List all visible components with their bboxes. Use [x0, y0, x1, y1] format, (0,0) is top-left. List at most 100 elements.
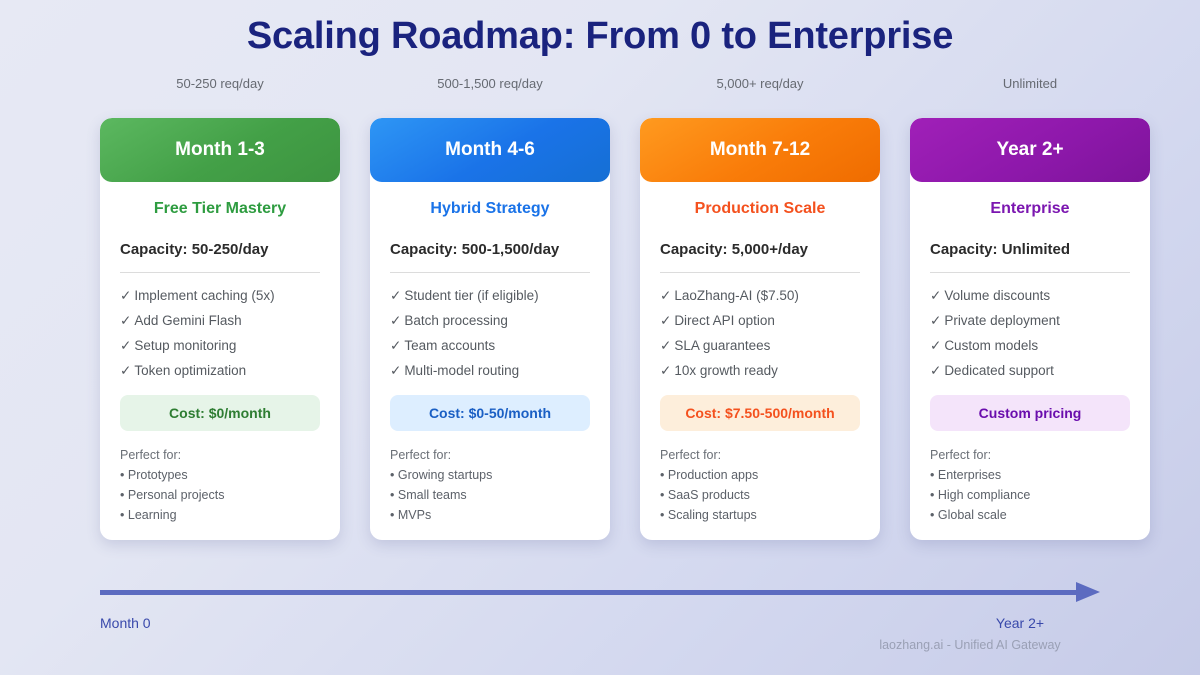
perfect-for-item: • Prototypes	[120, 465, 320, 485]
perfect-for-item: • Growing startups	[390, 465, 590, 485]
card-subtitle: Production Scale	[694, 200, 826, 217]
feature-item: ✓Student tier (if eligible)	[390, 283, 590, 308]
feature-item: ✓Direct API option	[660, 308, 860, 333]
perfect-for-text: High compliance	[937, 488, 1031, 502]
feature-label: SLA guarantees	[674, 338, 771, 353]
bullet-icon: •	[120, 468, 125, 482]
feature-label: Team accounts	[404, 338, 496, 353]
perfect-for-item: • Personal projects	[120, 485, 320, 505]
card-feature-list: ✓Implement caching (5x) ✓Add Gemini Flas…	[120, 283, 320, 383]
perfect-for-text: Scaling startups	[667, 508, 757, 522]
roadmap-card-month-4-6[interactable]: Month 4-6 Hybrid Strategy Capacity: 500-…	[370, 118, 610, 540]
feature-label: Implement caching (5x)	[134, 288, 275, 303]
feature-label: Direct API option	[674, 313, 775, 328]
card-divider	[120, 272, 320, 273]
feature-label: Token optimization	[134, 363, 247, 378]
card-feature-list: ✓Student tier (if eligible) ✓Batch proce…	[390, 283, 590, 383]
perfect-for-item: • Enterprises	[930, 465, 1130, 485]
card-subtitle: Free Tier Mastery	[153, 200, 287, 217]
feature-label: LaoZhang-AI ($7.50)	[674, 288, 799, 303]
check-icon: ✓	[120, 363, 132, 378]
bullet-icon: •	[930, 508, 935, 522]
card-subtitle: Hybrid Strategy	[430, 200, 550, 217]
check-icon: ✓	[660, 363, 672, 378]
card-capacity: Capacity: 5,000+/day	[660, 241, 809, 258]
bullet-icon: •	[660, 468, 665, 482]
feature-label: Dedicated support	[944, 363, 1054, 378]
footer-attribution: laozhang.ai - Unified AI Gateway	[879, 638, 1061, 652]
timeline-arrow	[100, 582, 1100, 602]
check-icon: ✓	[120, 288, 132, 303]
perfect-for-text: Global scale	[937, 508, 1007, 522]
perfect-for-label: Perfect for:	[930, 448, 992, 462]
perfect-for-label: Perfect for:	[120, 448, 182, 462]
feature-item: ✓Token optimization	[120, 358, 320, 383]
timeline-line	[100, 590, 1078, 595]
feature-item: ✓10x growth ready	[660, 358, 860, 383]
check-icon: ✓	[390, 338, 402, 353]
feature-item: ✓LaoZhang-AI ($7.50)	[660, 283, 860, 308]
capacity-caption: Unlimited	[1002, 76, 1058, 91]
roadmap-card-year-2-plus[interactable]: Year 2+ Enterprise Capacity: Unlimited ✓…	[910, 118, 1150, 540]
perfect-for-text: Growing startups	[397, 468, 493, 482]
capacity-caption: 5,000+ req/day	[716, 76, 804, 91]
roadmap-card-row: Month 1-3 Free Tier Mastery Capacity: 50…	[100, 118, 1150, 540]
card-header-label: Month 4-6	[370, 118, 610, 182]
card-body: Hybrid Strategy Capacity: 500-1,500/day …	[370, 182, 610, 540]
feature-item: ✓Multi-model routing	[390, 358, 590, 383]
card-capacity: Capacity: 500-1,500/day	[390, 241, 560, 258]
card-divider	[930, 272, 1130, 273]
feature-label: Volume discounts	[944, 288, 1051, 303]
check-icon: ✓	[930, 313, 942, 328]
card-cost-badge: Custom pricing	[930, 395, 1130, 431]
card-body: Enterprise Capacity: Unlimited ✓Volume d…	[910, 182, 1150, 540]
feature-item: ✓Batch processing	[390, 308, 590, 333]
perfect-for-label: Perfect for:	[390, 448, 452, 462]
perfect-for-text: SaaS products	[667, 488, 750, 502]
bullet-icon: •	[390, 468, 395, 482]
roadmap-card-month-7-12[interactable]: Month 7-12 Production Scale Capacity: 5,…	[640, 118, 880, 540]
feature-label: Setup monitoring	[134, 338, 237, 353]
card-header-label: Month 7-12	[640, 118, 880, 182]
bullet-icon: •	[120, 488, 125, 502]
card-feature-list: ✓LaoZhang-AI ($7.50) ✓Direct API option …	[660, 283, 860, 383]
bullet-icon: •	[930, 488, 935, 502]
feature-label: Private deployment	[944, 313, 1060, 328]
feature-item: ✓Custom models	[930, 333, 1130, 358]
feature-item: ✓Team accounts	[390, 333, 590, 358]
perfect-for-item: • High compliance	[930, 485, 1130, 505]
capacity-caption: 50-250 req/day	[176, 76, 264, 91]
check-icon: ✓	[660, 338, 672, 353]
perfect-for-item: • Production apps	[660, 465, 860, 485]
perfect-for-text: Production apps	[667, 468, 759, 482]
card-capacity: Capacity: 50-250/day	[120, 241, 269, 258]
bullet-icon: •	[660, 488, 665, 502]
bullet-icon: •	[390, 488, 395, 502]
perfect-for-text: MVPs	[397, 508, 432, 522]
check-icon: ✓	[930, 338, 942, 353]
capacity-caption: 500-1,500 req/day	[437, 76, 543, 91]
bullet-icon: •	[390, 508, 395, 522]
card-body: Free Tier Mastery Capacity: 50-250/day ✓…	[100, 182, 340, 540]
card-cost-badge: Cost: $0-50/month	[390, 395, 590, 431]
card-body: Production Scale Capacity: 5,000+/day ✓L…	[640, 182, 880, 540]
perfect-for-text: Small teams	[397, 488, 467, 502]
check-icon: ✓	[930, 288, 942, 303]
bullet-icon: •	[120, 508, 125, 522]
check-icon: ✓	[120, 338, 132, 353]
feature-label: Student tier (if eligible)	[404, 288, 539, 303]
feature-label: Custom models	[944, 338, 1039, 353]
feature-label: 10x growth ready	[674, 363, 778, 378]
card-feature-list: ✓Volume discounts ✓Private deployment ✓C…	[930, 283, 1130, 383]
feature-item: ✓Implement caching (5x)	[120, 283, 320, 308]
perfect-for-text: Prototypes	[127, 468, 188, 482]
timeline-end-label: Year 2+	[995, 615, 1045, 631]
perfect-for-item: • Learning	[120, 505, 320, 525]
feature-item: ✓Volume discounts	[930, 283, 1130, 308]
card-cost-badge: Cost: $0/month	[120, 395, 320, 431]
feature-item: ✓Private deployment	[930, 308, 1130, 333]
check-icon: ✓	[390, 288, 402, 303]
roadmap-card-month-1-3[interactable]: Month 1-3 Free Tier Mastery Capacity: 50…	[100, 118, 340, 540]
page-title: Scaling Roadmap: From 0 to Enterprise	[246, 15, 954, 57]
check-icon: ✓	[120, 313, 132, 328]
